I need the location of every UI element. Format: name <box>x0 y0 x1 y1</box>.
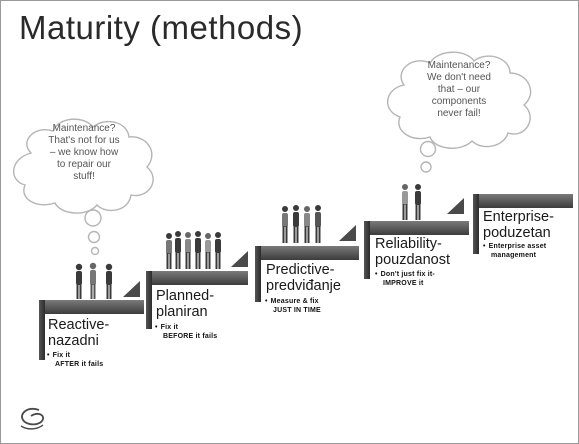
bullet-line: management <box>491 252 537 259</box>
bullet-line: Measure & fix <box>270 298 319 305</box>
step-title-line: planiran <box>156 304 208 320</box>
step-1-arrow <box>123 281 140 297</box>
step-4-title: Reliability- pouzdanost <box>375 236 450 268</box>
bubble-line: That's not for us <box>48 135 120 146</box>
step-3-bar <box>255 246 359 260</box>
bullet-line: Fix it <box>160 324 179 331</box>
people-group-icon <box>166 231 221 269</box>
bubble-line: never fail! <box>437 108 481 119</box>
bubble-line: Maintenance? <box>427 60 491 71</box>
bubble-line: that – our <box>437 84 481 95</box>
bubble-line: components <box>431 96 487 107</box>
bullet-line: Fix it <box>52 352 71 359</box>
step-title-line: poduzetan <box>483 225 551 241</box>
step-title-line: predviđanje <box>266 278 341 294</box>
bullet-line: AFTER it fails <box>55 361 104 368</box>
bubble-line: Maintenance? <box>52 123 116 134</box>
step-title-line: nazadni <box>48 333 99 349</box>
thought-cloud-icon <box>387 51 532 173</box>
step-4-arrow <box>447 198 464 214</box>
bullet-dot-icon: • <box>47 352 50 359</box>
bullet-line: IMPROVE it <box>383 280 424 287</box>
bullet-dot-icon: • <box>265 298 268 305</box>
people-group-icon <box>282 205 321 243</box>
people-group-icon <box>75 262 113 299</box>
bullet-dot-icon: • <box>375 271 378 278</box>
step-2-arrow <box>231 251 248 267</box>
step-3-post <box>255 246 261 302</box>
step-4-bar <box>364 221 469 235</box>
step-title-line: Reactive- <box>48 317 110 333</box>
people-group-icon <box>402 184 421 220</box>
step-title-line: Planned- <box>156 288 215 304</box>
bullet-line: Don't just fix it- <box>380 271 435 278</box>
step-title-line: Reliability- <box>375 236 442 252</box>
step-5-title: Enterprise- poduzetan <box>483 209 554 241</box>
bullet-line: Enterprise asset <box>488 243 547 250</box>
bullet-dot-icon: • <box>483 243 486 250</box>
step-2-post <box>146 271 152 329</box>
step-3-arrow <box>339 225 356 241</box>
step-3-bullet: •Measure & fix JUST IN TIME <box>265 297 321 315</box>
bubble-line: to repair our <box>57 159 111 170</box>
bullet-line: JUST IN TIME <box>273 307 321 314</box>
step-1-bar <box>39 300 144 314</box>
bullet-dot-icon: • <box>155 324 158 331</box>
step-5-post <box>473 194 479 254</box>
bullet-line: BEFORE it fails <box>163 333 218 340</box>
step-title-line: Enterprise- <box>483 209 554 225</box>
step-title-line: Predictive- <box>266 262 335 278</box>
step-1-title: Reactive- nazadni <box>48 317 109 349</box>
step-2-bar <box>146 271 248 285</box>
step-4-post <box>364 221 370 279</box>
step-title-line: pouzdanost <box>375 252 450 268</box>
step-4-bullet: •Don't just fix it- IMPROVE it <box>375 270 435 288</box>
bubble-line: – we know how <box>49 147 119 158</box>
step-5-bullet: •Enterprise asset management <box>483 242 546 260</box>
step-2-bullet: •Fix it BEFORE it fails <box>155 323 217 341</box>
swirl-logo-icon <box>20 408 44 430</box>
thought-bubble-2-text: Maintenance? We don't need that – our co… <box>394 60 524 120</box>
step-1-post <box>39 300 45 360</box>
slide-title: Maturity (methods) <box>19 9 304 46</box>
thought-cloud-icon <box>13 118 154 256</box>
bubble-line: We don't need <box>427 72 491 83</box>
step-2-title: Planned- planiran <box>156 288 214 320</box>
step-1-bullet: •Fix it AFTER it fails <box>47 351 103 369</box>
step-3-title: Predictive- predviđanje <box>266 262 341 294</box>
bubble-line: stuff! <box>73 171 95 182</box>
step-5-bar <box>473 194 573 208</box>
thought-bubble-1-text: Maintenance? That's not for us – we know… <box>19 123 149 183</box>
